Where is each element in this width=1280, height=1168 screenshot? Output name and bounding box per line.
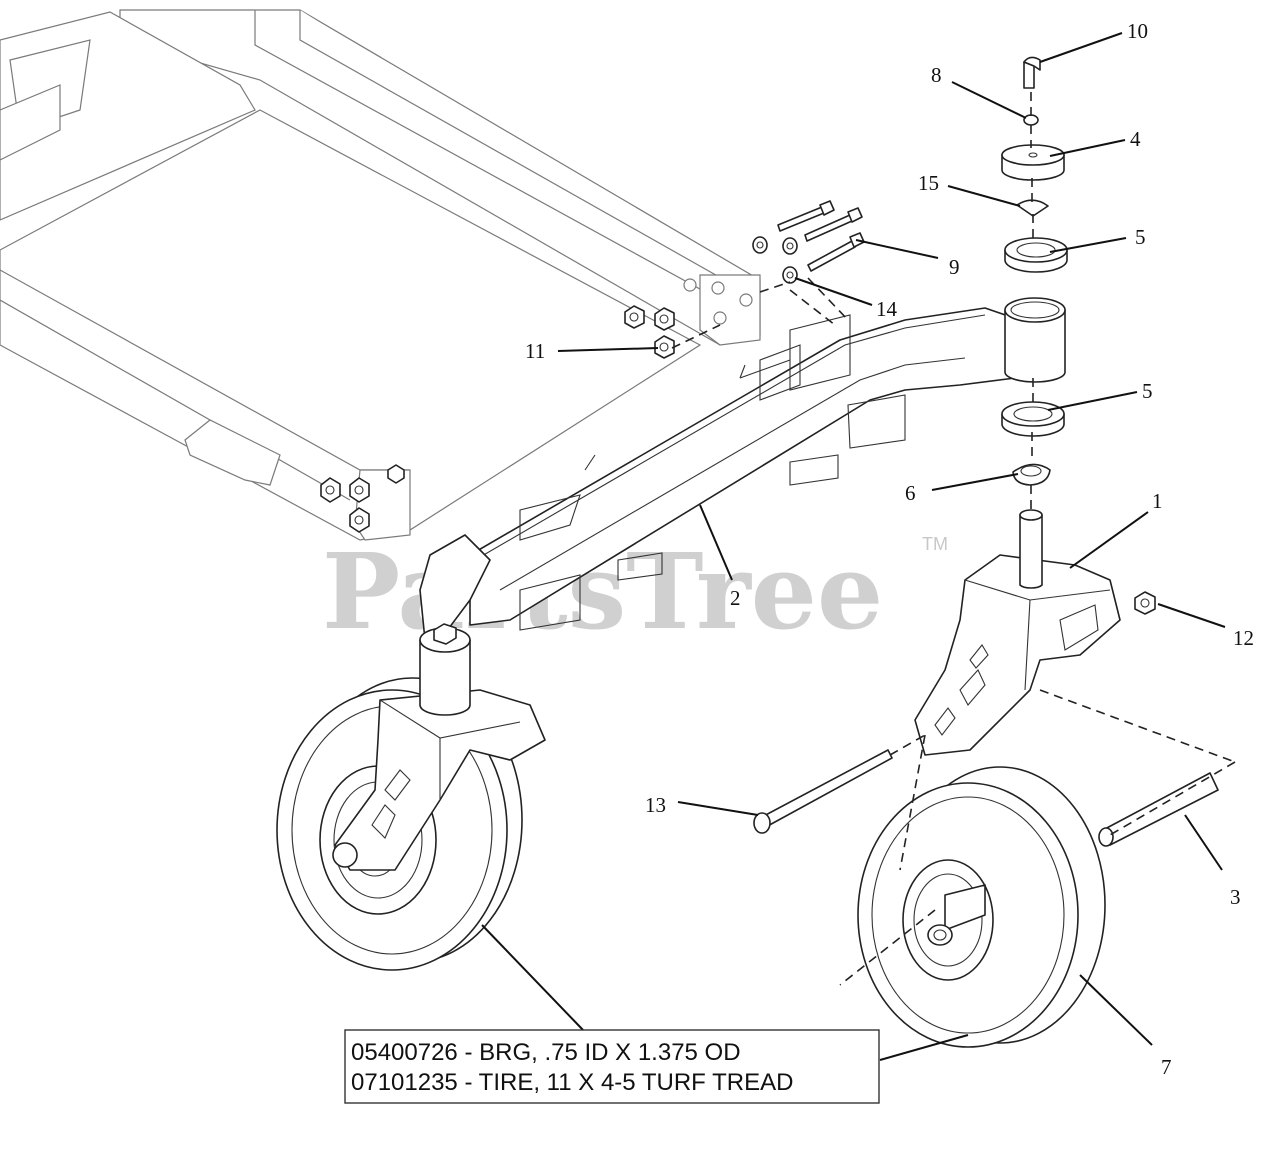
callout-12: 12 xyxy=(1233,626,1254,650)
frame-bolts xyxy=(683,278,753,325)
callout-8: 8 xyxy=(931,63,942,87)
right-caster-fork xyxy=(914,509,1121,756)
watermark-trademark: TM xyxy=(922,534,948,554)
callout-13: 13 xyxy=(645,793,666,817)
note-bearing: 05400726 - BRG, .75 ID X 1.375 OD xyxy=(351,1039,741,1066)
callout-11: 11 xyxy=(525,339,545,363)
callout-6: 6 xyxy=(905,481,916,505)
callout-9: 9 xyxy=(949,255,960,279)
callout-5-upper: 5 xyxy=(1135,225,1146,249)
left-caster-fork xyxy=(332,689,546,871)
assembly-lines xyxy=(671,92,1236,986)
callout-2: 2 xyxy=(730,586,741,610)
part-note-box: 05400726 - BRG, .75 ID X 1.375 OD 071012… xyxy=(344,1029,880,1104)
callout-1: 1 xyxy=(1152,489,1163,513)
callout-7: 7 xyxy=(1161,1055,1172,1079)
hex-nuts xyxy=(624,305,1156,615)
right-caster-wheel xyxy=(857,766,1106,1048)
washers xyxy=(752,236,798,284)
callout-3: 3 xyxy=(1230,885,1241,909)
axle-bolt xyxy=(753,749,893,834)
pivot-hardware-stack xyxy=(1001,56,1068,486)
callout-10: 10 xyxy=(1127,19,1148,43)
left-caster-spindle xyxy=(419,623,471,716)
bolts xyxy=(777,200,865,272)
pivot-tube xyxy=(1004,297,1066,383)
watermark: PartsTree TM xyxy=(322,530,948,653)
frame-nuts xyxy=(320,464,405,533)
mower-frame xyxy=(0,9,761,541)
callout-15: 15 xyxy=(918,171,939,195)
callout-14: 14 xyxy=(876,297,898,321)
leader-lines xyxy=(481,32,1226,1061)
callout-4: 4 xyxy=(1130,127,1141,151)
front-axle xyxy=(419,297,1066,641)
note-tire: 07101235 - TIRE, 11 X 4-5 TURF TREAD xyxy=(351,1069,793,1096)
callout-numbers: 10 8 4 15 5 9 14 11 5 6 1 2 12 13 3 7 xyxy=(525,19,1254,1079)
axle-spacer xyxy=(1098,772,1219,847)
callout-5-lower: 5 xyxy=(1142,379,1153,403)
